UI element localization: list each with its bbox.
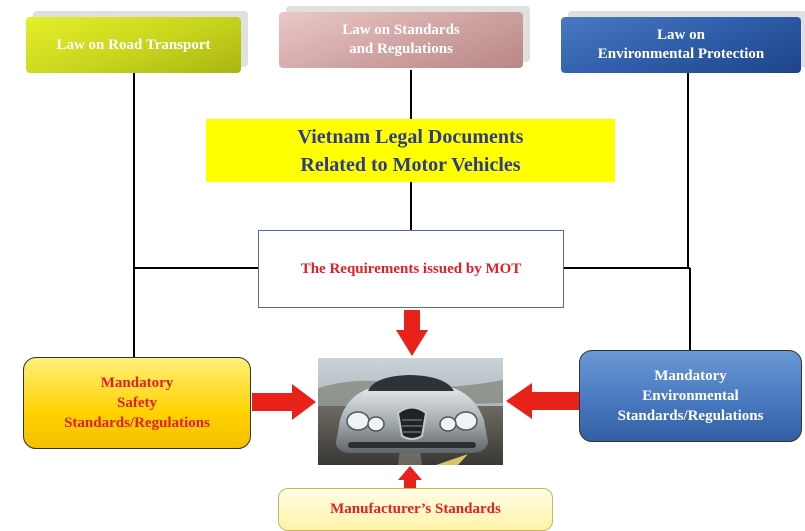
car-image	[318, 358, 503, 465]
law-road-transport-label: Law on Road Transport	[56, 36, 211, 53]
manufacturer-standards-box: Manufacturer’s Standards	[278, 488, 553, 531]
safety-standards-line1: Mandatory	[100, 375, 174, 391]
environmental-standards-box: Mandatory Environmental Standards/Regula…	[579, 350, 802, 442]
law-road-transport-box: Law on Road Transport	[26, 17, 241, 73]
law-standards-box: Law on Standards and Regulations	[279, 12, 523, 68]
environmental-standards-line1: Mandatory	[654, 368, 727, 384]
safety-standards-line2: Safety	[117, 395, 157, 411]
environmental-standards-line3: Standards/Regulations	[617, 408, 764, 424]
diagram-title-box: Vietnam Legal Documents Related to Motor…	[206, 119, 615, 182]
diagram-title-line1: Vietnam Legal Documents	[297, 125, 524, 148]
law-environmental-label-line1: Law on	[657, 27, 705, 43]
arrow-up-from-manufacturer	[398, 466, 422, 488]
law-environmental-label-line2: Environmental Protection	[597, 46, 765, 62]
mot-requirements-label: The Requirements issued by MOT	[300, 260, 522, 277]
arrow-down-from-mot	[396, 310, 428, 356]
environmental-standards-line2: Environmental	[642, 388, 739, 404]
mot-requirements-box: The Requirements issued by MOT	[258, 230, 564, 308]
safety-standards-box: Mandatory Safety Standards/Regulations	[23, 357, 251, 449]
law-standards-label-line1: Law on Standards	[342, 22, 460, 38]
law-standards-label-line2: and Regulations	[349, 41, 453, 57]
safety-standards-line3: Standards/Regulations	[64, 415, 210, 431]
diagram-title-line2: Related to Motor Vehicles	[300, 153, 521, 176]
manufacturer-standards-label: Manufacturer’s Standards	[330, 501, 501, 517]
arrow-right-from-safety	[252, 384, 316, 420]
arrow-left-from-environment	[506, 383, 579, 419]
law-environmental-box: Law on Environmental Protection	[561, 17, 801, 73]
